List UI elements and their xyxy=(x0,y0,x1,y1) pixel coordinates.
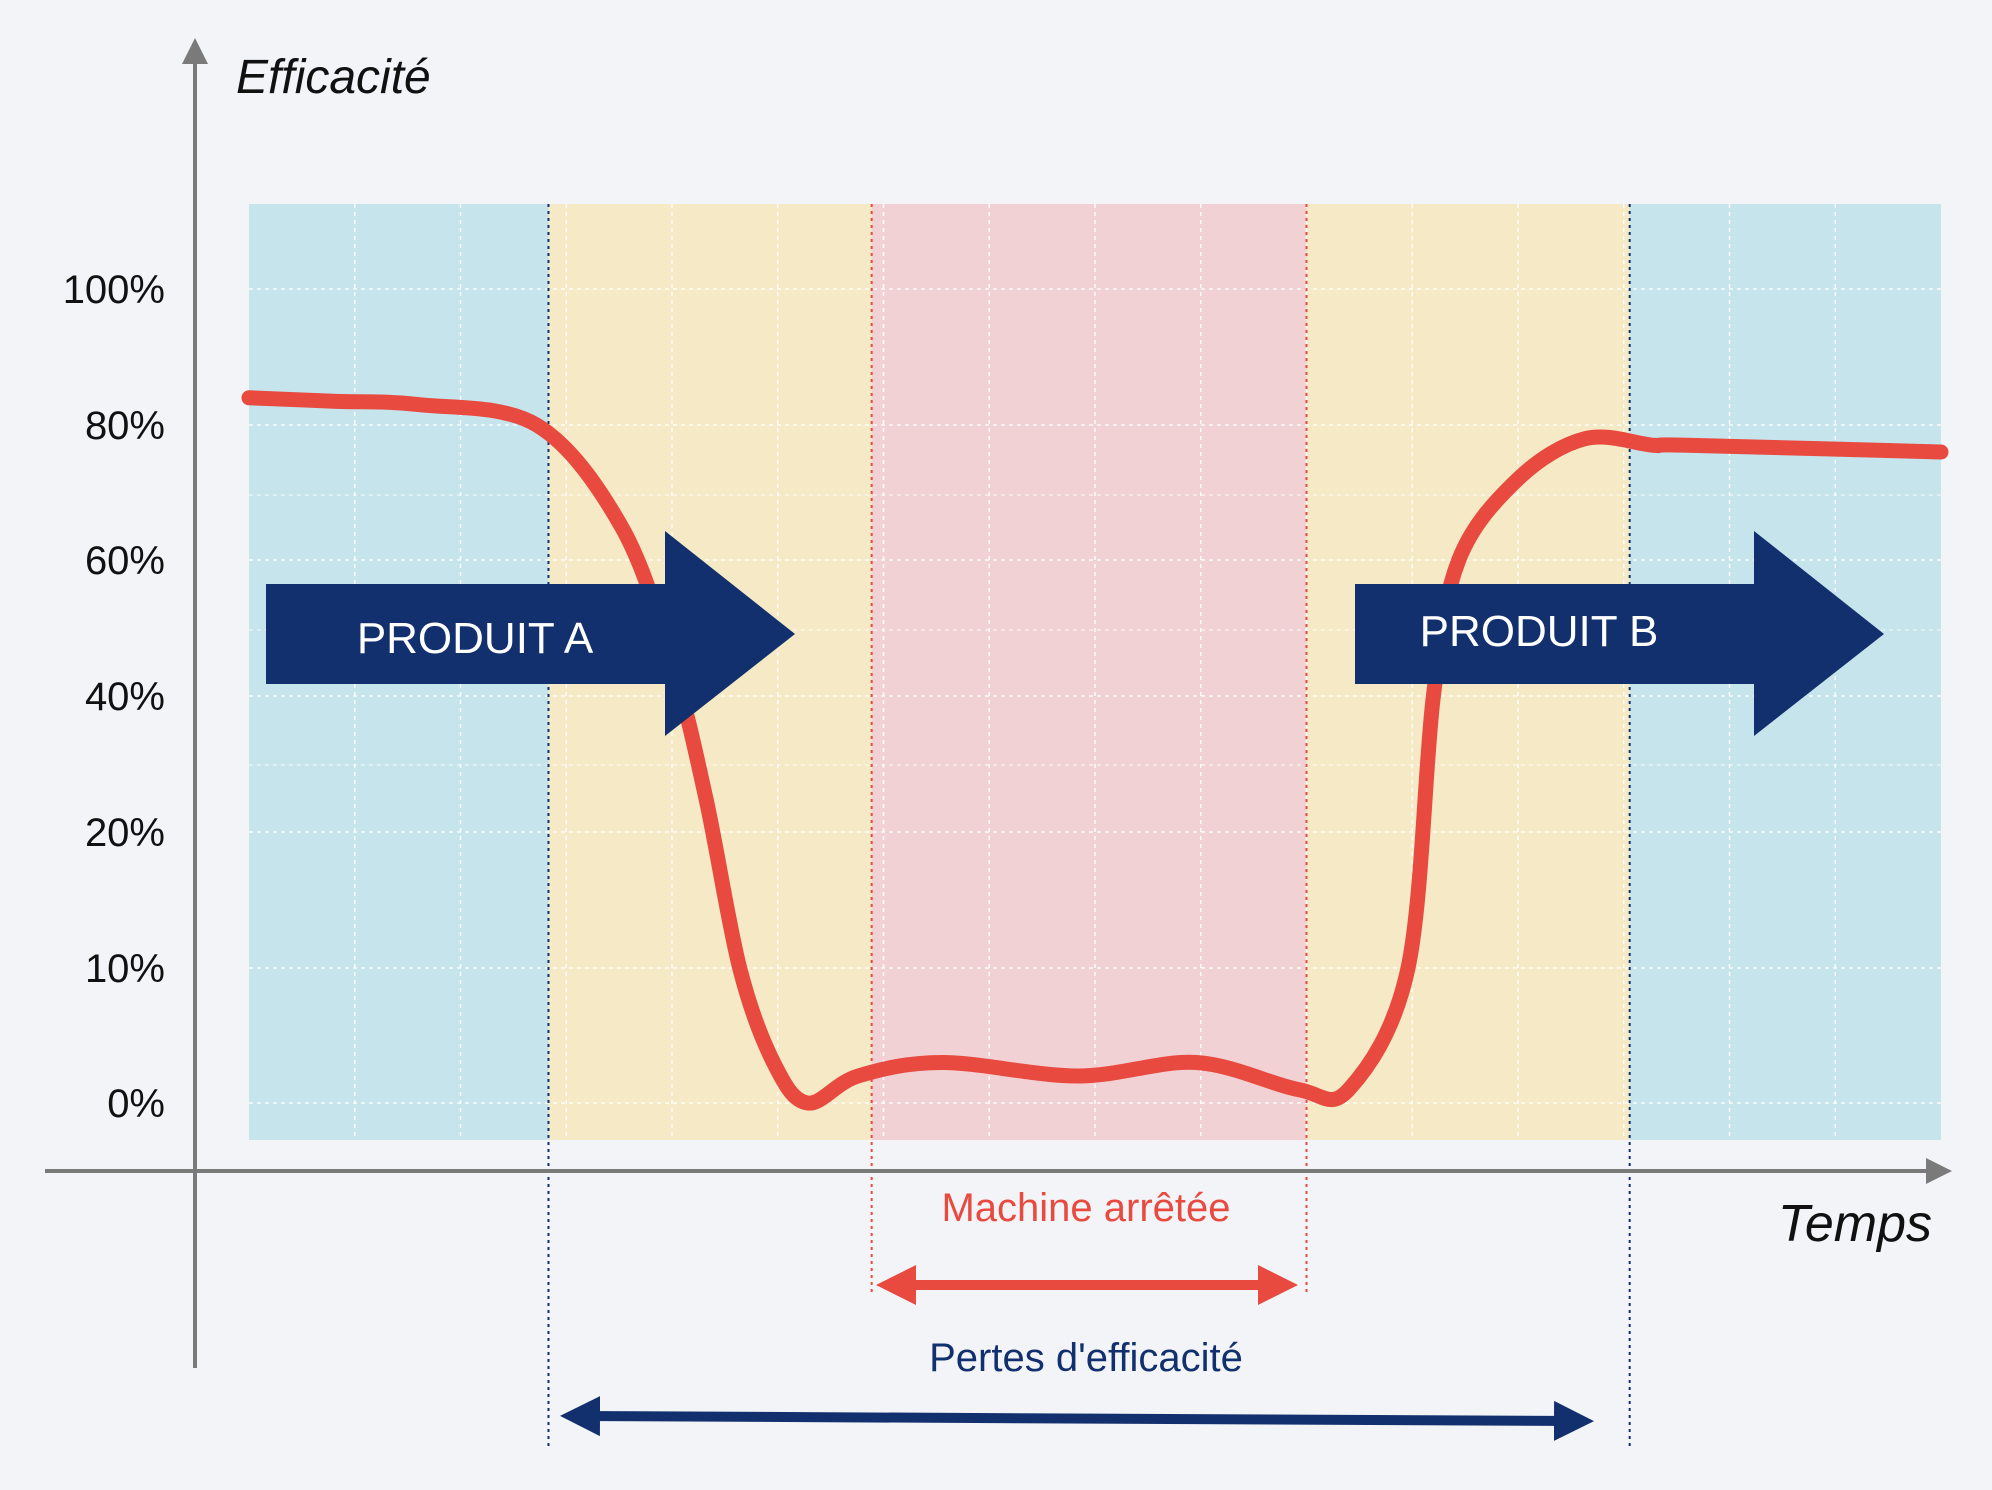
y-tick-labels: 100% 80% 60% 40% 20% 10% 0% xyxy=(63,268,165,1126)
efficiency-loss-arrow xyxy=(560,1396,1594,1441)
machine-stopped-label: Machine arrêtée xyxy=(941,1186,1230,1230)
y-tick-label-80pct: 80% xyxy=(85,404,165,448)
y-tick-label-20pct: 20% xyxy=(85,811,165,855)
product-a-arrow: PRODUIT A xyxy=(266,531,795,736)
y-axis-label: Efficacité xyxy=(236,51,431,104)
product-b-arrow: PRODUIT B xyxy=(1355,531,1884,736)
x-axis-arrowhead xyxy=(1926,1158,1952,1184)
y-tick-label-0pct: 0% xyxy=(107,1082,165,1126)
y-axis-arrowhead xyxy=(182,38,208,64)
y-tick-label-40pct: 40% xyxy=(85,675,165,719)
efficiency-curve xyxy=(241,390,1949,1111)
efficiency-loss-label: Pertes d'efficacité xyxy=(929,1336,1243,1380)
phase-band-3 xyxy=(871,204,1307,1140)
product-b-label: PRODUIT B xyxy=(1420,607,1659,656)
product-a-label: PRODUIT A xyxy=(357,614,594,663)
axes xyxy=(45,38,1952,1368)
product-b-arrow-shape xyxy=(1355,531,1884,736)
phase-dividers xyxy=(547,204,1631,1450)
product-a-arrow-shape xyxy=(266,531,795,736)
x-axis-label: Temps xyxy=(1778,1195,1932,1253)
y-tick-label-100pct: 100% xyxy=(63,268,165,312)
y-tick-label-10pct: 10% xyxy=(85,947,165,991)
y-tick-label-60pct: 60% xyxy=(85,539,165,583)
